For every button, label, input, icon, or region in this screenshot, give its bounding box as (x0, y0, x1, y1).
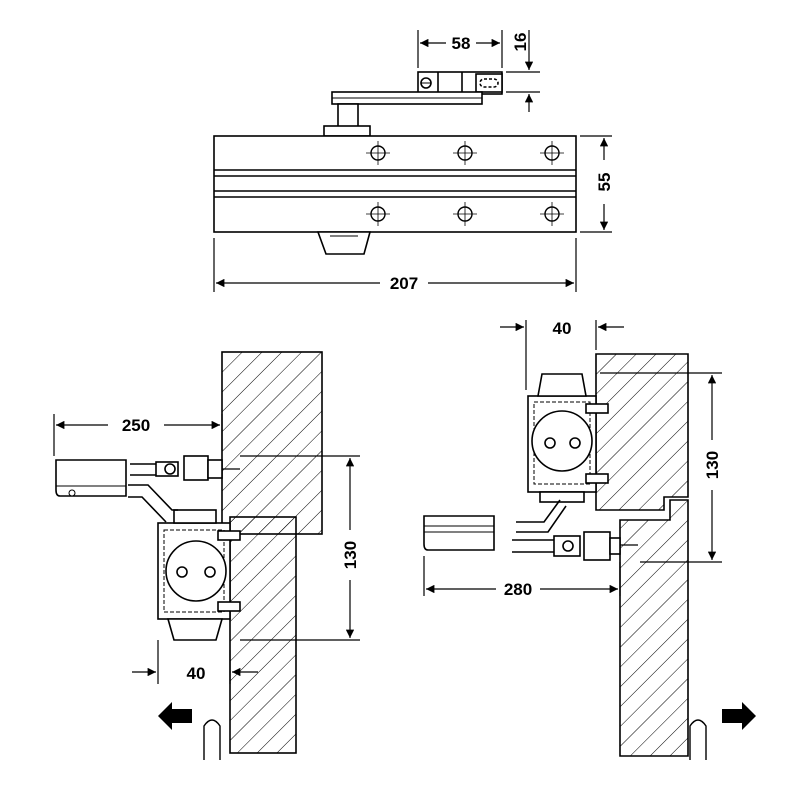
hinge-right (689, 719, 707, 760)
mounting-holes (366, 141, 564, 226)
dim-pull-offset: 40 (187, 664, 206, 683)
closer-body (213, 135, 577, 233)
arrow-right-icon (722, 702, 756, 730)
dim-body-height: 55 (595, 173, 614, 192)
dim-push-height: 130 (703, 451, 722, 479)
pull-side-installation (55, 351, 323, 754)
door-leaf-right (619, 499, 689, 757)
door-frame-right (595, 353, 689, 511)
hinge-left (203, 719, 221, 760)
top-dimensions (213, 30, 612, 292)
arrow-left-icon (158, 702, 192, 730)
adjustment-cap (316, 231, 372, 255)
dim-arm-length: 58 (452, 34, 471, 53)
push-side-installation (423, 353, 689, 757)
dim-body-length: 207 (390, 274, 418, 293)
dim-push-distance: 280 (504, 580, 532, 599)
spindle (337, 103, 359, 129)
closer-top-view (213, 71, 577, 255)
door-leaf-left (229, 516, 297, 754)
dim-push-offset: 40 (553, 319, 572, 338)
push-side-dimensions (423, 320, 722, 596)
dim-pull-distance: 250 (122, 416, 150, 435)
door-frame-left (221, 351, 323, 535)
pull-side-dimensions (53, 414, 360, 684)
dim-shoe-height: 16 (511, 33, 530, 52)
dim-pull-height: 130 (341, 541, 360, 569)
